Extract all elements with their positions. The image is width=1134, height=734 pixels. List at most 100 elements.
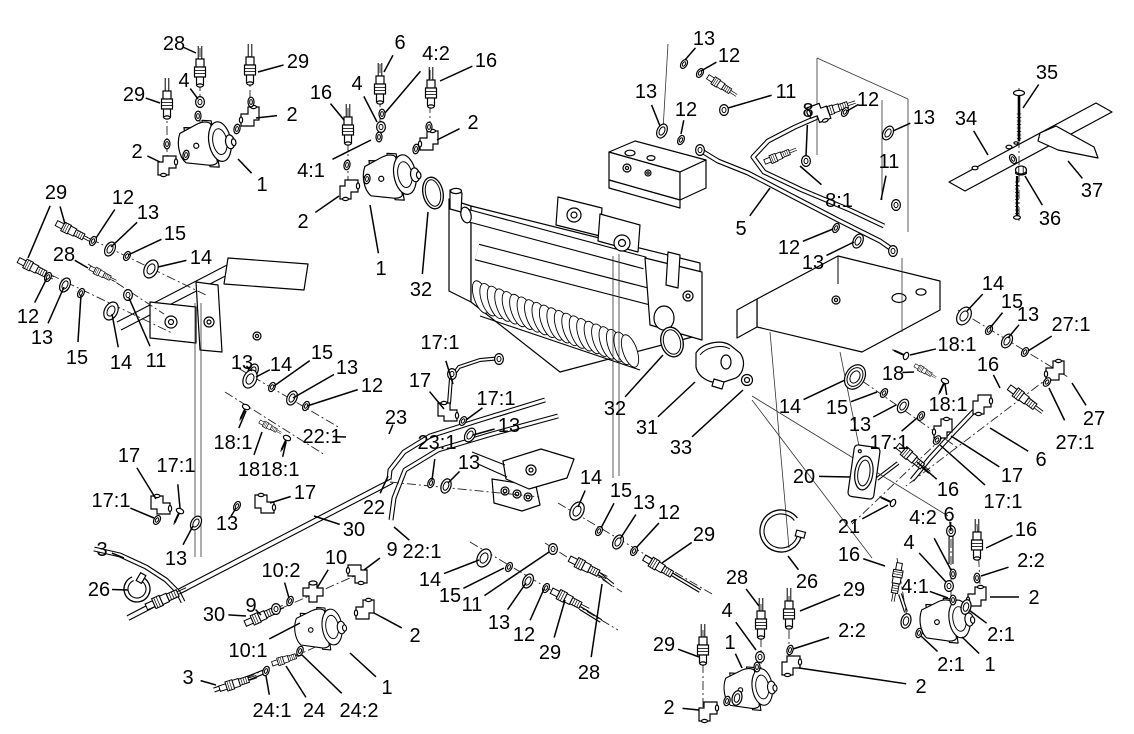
elbow-fitting: [417, 128, 439, 151]
callout-16: 16: [310, 82, 345, 121]
callout-label-2:1: 2:1: [987, 624, 1015, 646]
callout-label-2: 2: [663, 697, 674, 719]
screw: [280, 434, 292, 452]
callout-label-20: 20: [793, 466, 815, 488]
callout-24:2: 24:2: [301, 654, 378, 722]
callout-13: 13: [231, 352, 253, 374]
callout-label-16: 16: [937, 479, 959, 501]
callout-26: 26: [787, 555, 818, 593]
hose-fitting: [549, 587, 590, 612]
callout-27:1: 27:1: [1027, 314, 1090, 352]
callout-label-1: 1: [984, 654, 995, 676]
callout-label-29: 29: [123, 84, 145, 106]
elbow-fitting: [157, 155, 179, 178]
callout-24:1: 24:1: [253, 675, 291, 722]
callout-label-2: 2: [297, 211, 308, 233]
callout-label-37: 37: [1081, 180, 1103, 202]
callout-13: 13: [472, 415, 520, 437]
callout-label-13: 13: [458, 452, 480, 474]
callout-9: 9: [245, 595, 262, 617]
callout-13: 13: [802, 241, 855, 274]
callout-label-10:2: 10:2: [262, 560, 301, 582]
callout-28: 28: [53, 244, 89, 269]
hose-fitting: [88, 265, 117, 283]
callout-label-11: 11: [879, 151, 900, 173]
callout-label-18:1: 18:1: [214, 432, 253, 454]
callout-32: 32: [604, 354, 664, 420]
callout-13: 13: [488, 582, 527, 634]
callout-label-29: 29: [539, 642, 561, 664]
callout-11: 11: [462, 551, 550, 616]
callout-label-28: 28: [726, 567, 748, 589]
callout-29: 29: [661, 524, 715, 564]
callout-label-32: 32: [604, 398, 626, 420]
callout-label-17:1: 17:1: [421, 332, 460, 354]
callout-14: 14: [577, 467, 602, 508]
tube-fitting: [782, 588, 796, 630]
callout-16: 16: [985, 519, 1037, 549]
callout-label-28: 28: [578, 662, 600, 684]
callout-label-8: 8: [802, 100, 813, 122]
callout-4: 4: [721, 600, 757, 651]
callout-2: 2: [663, 697, 700, 719]
callout-label-21: 21: [838, 516, 860, 538]
hose-fitting: [567, 555, 608, 580]
callout-11: 11: [879, 151, 900, 201]
callout-24: 24: [285, 665, 325, 722]
callout-label-18:1: 18:1: [261, 459, 300, 481]
callout-label-33: 33: [670, 437, 692, 459]
hydraulic-pump: [294, 606, 348, 651]
callout-label-10:1: 10:1: [229, 640, 268, 662]
callout-13: 13: [619, 492, 655, 540]
callout-16: 16: [439, 50, 497, 82]
elbow-fitting: [1043, 358, 1065, 381]
callout-2: 2: [436, 112, 479, 141]
callout-23:1: 23:1: [418, 432, 456, 481]
callout-2: 2: [297, 195, 340, 233]
hose-fitting: [641, 554, 681, 581]
screw: [879, 496, 897, 508]
callout-label-1: 1: [256, 174, 267, 196]
callout-6: 6: [989, 427, 1047, 471]
callout-21: 21: [838, 504, 889, 538]
callout-35: 35: [1022, 62, 1058, 109]
callout-1: 1: [961, 636, 996, 676]
callout-4: 4: [178, 70, 199, 100]
callout-14: 14: [966, 273, 1004, 312]
tube-fitting: [373, 63, 387, 105]
callout-1: 1: [724, 632, 743, 669]
callout-14: 14: [157, 247, 212, 269]
callout-15: 15: [66, 294, 88, 369]
callout-17:1: 17:1: [421, 332, 460, 385]
callout-11: 11: [727, 81, 796, 109]
callout-label-3: 3: [96, 539, 107, 561]
threaded-stud: [1012, 176, 1022, 220]
callout-label-10: 10: [325, 547, 347, 569]
callout-23: 23: [385, 407, 407, 435]
fittings-and-parts: [16, 44, 1065, 724]
callout-label-29: 29: [693, 524, 715, 546]
callout-label-14: 14: [779, 396, 801, 418]
callout-28: 28: [726, 567, 760, 607]
callout-27: 27: [1071, 382, 1105, 430]
callout-label-6: 6: [394, 32, 405, 54]
callout-label-18: 18: [882, 363, 904, 385]
callout-label-2: 2: [131, 141, 142, 163]
callout-15: 15: [826, 391, 878, 419]
callout-label-22: 22: [363, 497, 385, 519]
callout-29: 29: [27, 182, 67, 259]
callout-label-14: 14: [110, 352, 132, 374]
callout-10:1: 10:1: [229, 622, 301, 662]
callout-label-16: 16: [475, 50, 497, 72]
callout-label-28: 28: [53, 244, 75, 266]
callout-label-27: 27: [1083, 408, 1105, 430]
callout-2: 2: [798, 667, 927, 698]
callout-12: 12: [306, 375, 383, 407]
bolt: [1012, 89, 1026, 141]
callout-label-29: 29: [843, 579, 865, 601]
screw: [938, 377, 950, 395]
callout-28: 28: [163, 33, 197, 55]
hose-fitting: [271, 652, 303, 667]
